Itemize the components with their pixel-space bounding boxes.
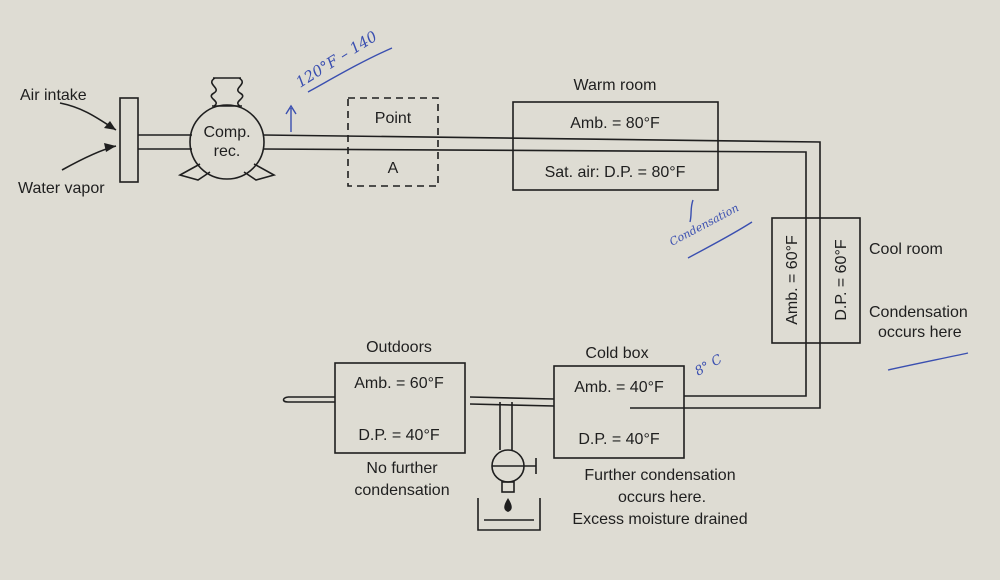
main-pipe-inner [262, 148, 807, 400]
outdoors-note-1: No further [366, 460, 438, 477]
ink-underline-1 [307, 47, 393, 93]
cold-box-note-1: Further condensation [584, 467, 735, 484]
ink-underline-2 [687, 221, 753, 259]
outdoors-dp: D.P. = 40°F [358, 427, 439, 444]
cold-box-note-3: Excess moisture drained [572, 511, 747, 528]
air-intake-arrow [59, 102, 117, 131]
ink-tick [689, 199, 694, 223]
pipe-end-cap [282, 396, 289, 403]
cool-room-note-1: Condensation [869, 304, 968, 321]
intake-filter [119, 97, 139, 183]
warm-room-box [512, 101, 719, 191]
warm-room-dp: Sat. air: D.P. = 80°F [545, 164, 686, 181]
compressor-label-1: Comp. [203, 124, 250, 141]
cool-room-title: Cool room [869, 241, 943, 258]
cool-room-note-2: occurs here [878, 324, 962, 341]
air-intake-label: Air intake [20, 87, 87, 104]
compressor-label-2: rec. [214, 143, 241, 160]
outdoors-box [334, 362, 466, 454]
main-pipe-outer [262, 134, 821, 409]
outdoors-note-2: condensation [354, 482, 449, 499]
ink-underline-3 [887, 352, 969, 371]
cold-box-dp: D.P. = 40°F [578, 431, 659, 448]
water-vapor-arrow [61, 143, 117, 171]
ink-eight-c: 8° C [693, 352, 726, 379]
cool-room-amb: Amb. = 60°F [784, 235, 801, 325]
cold-box-amb: Amb. = 40°F [574, 379, 664, 396]
cool-room-box [771, 217, 861, 344]
point-a-box [347, 97, 439, 187]
point-a-label: A [388, 160, 399, 177]
water-vapor-label: Water vapor [18, 180, 105, 197]
ink-arrow-icon [285, 104, 297, 132]
drain-valve [491, 402, 537, 493]
compressor: Comp. rec. [177, 77, 277, 181]
cool-room-dp: D.P. = 60°F [833, 239, 850, 320]
outdoors-title: Outdoors [366, 339, 432, 356]
drain-container [477, 498, 541, 531]
warm-room-title: Warm room [574, 77, 657, 94]
outdoors-amb: Amb. = 60°F [354, 375, 444, 392]
point-label: Point [375, 110, 412, 127]
cold-box-note-2: occurs here. [618, 489, 706, 506]
ink-condensation: Condensation [667, 201, 741, 248]
cold-box-title: Cold box [585, 345, 648, 362]
water-drop-icon [504, 498, 512, 512]
cold-box-box [553, 365, 685, 459]
warm-room-amb: Amb. = 80°F [570, 115, 660, 132]
